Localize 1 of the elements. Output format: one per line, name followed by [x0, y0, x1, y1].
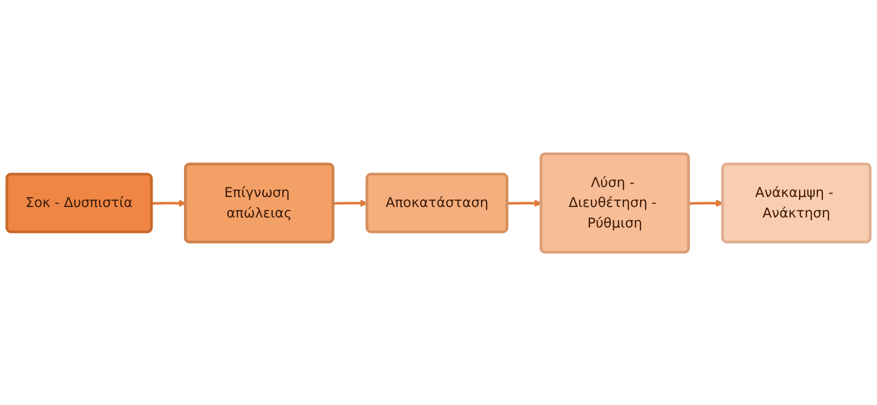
arrow [689, 199, 724, 206]
